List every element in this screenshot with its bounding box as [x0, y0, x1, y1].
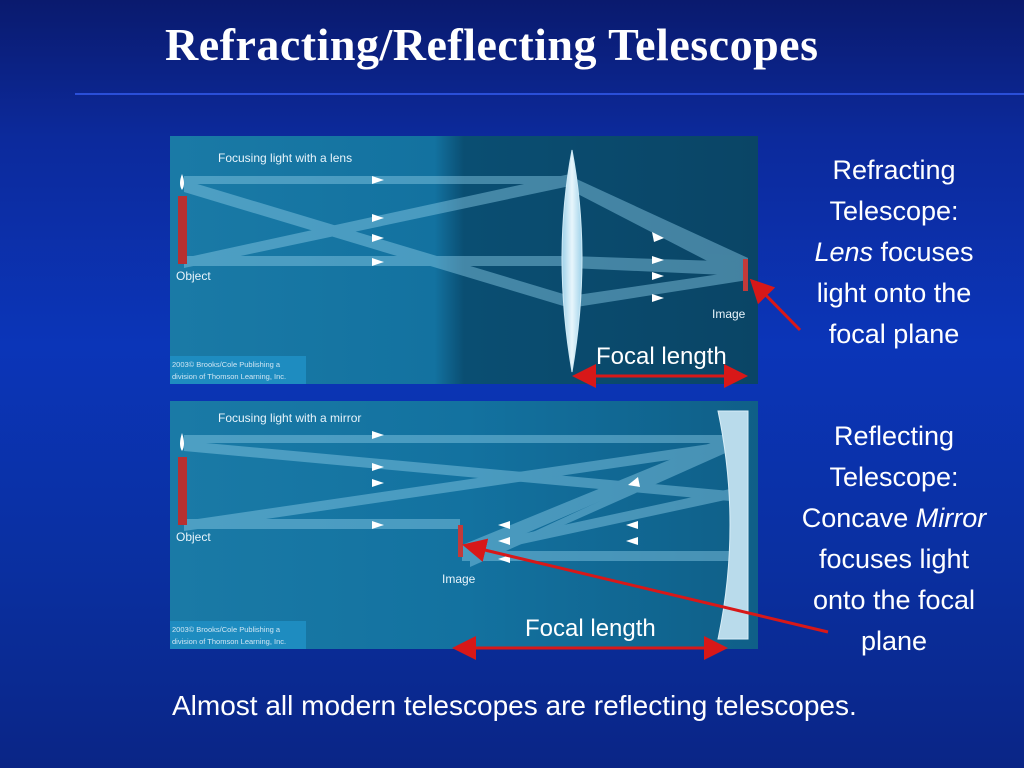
- refracting-line-2: Telescope:: [829, 196, 959, 226]
- reflecting-line-5: onto the focal: [812, 585, 976, 615]
- credit-box: [170, 621, 306, 649]
- object-label: Object: [176, 530, 211, 544]
- refracting-line-3: Lens focuses: [770, 232, 1018, 273]
- lens-diagram-panel: Focusing light with a lens Object Image …: [170, 136, 758, 384]
- mirror-heading: Focusing light with a mirror: [218, 411, 361, 425]
- candle-flame-icon: [180, 433, 184, 451]
- reflecting-line-1: Reflecting: [833, 421, 955, 451]
- object-label: Object: [176, 269, 211, 283]
- lens-heading: Focusing light with a lens: [218, 151, 352, 165]
- credit-line-1: 2003© Brooks/Cole Publishing a: [172, 360, 281, 369]
- lens-emphasis: Lens: [814, 237, 873, 267]
- mirror-emphasis: Mirror: [915, 503, 987, 533]
- credit-line-1: 2003© Brooks/Cole Publishing a: [172, 625, 281, 634]
- reflecting-line-2: Telescope:: [829, 462, 959, 492]
- object-candle: [178, 196, 187, 264]
- refracting-line-5: focal plane: [828, 319, 960, 349]
- image-label: Image: [712, 307, 746, 321]
- refracting-line-3-rest: focuses: [873, 237, 974, 267]
- title-divider: [75, 93, 1024, 95]
- reflecting-line-4: focuses light: [818, 544, 970, 574]
- object-candle: [178, 457, 187, 525]
- credit-line-2: division of Thomson Learning, Inc.: [172, 637, 286, 646]
- refracting-line-1: Refracting: [832, 155, 956, 185]
- image-label: Image: [442, 572, 476, 586]
- refracting-line-4: light onto the: [816, 278, 972, 308]
- reflecting-line-3-start: Concave: [801, 503, 916, 533]
- reflecting-line-3: Concave Mirror: [770, 498, 1018, 539]
- slide-title: Refracting/Reflecting Telescopes: [165, 19, 819, 70]
- mirror-diagram: Focusing light with a mirror Object Imag…: [170, 401, 758, 649]
- reflecting-description: Reflecting Telescope: Concave Mirror foc…: [770, 416, 1018, 662]
- footer-statement: Almost all modern telescopes are reflect…: [172, 690, 857, 721]
- image-marker: [458, 525, 463, 557]
- lens-diagram: Focusing light with a lens Object Image …: [170, 136, 758, 384]
- credit-line-2: division of Thomson Learning, Inc.: [172, 372, 286, 381]
- candle-flame-icon: [180, 174, 184, 190]
- refracting-description: Refracting Telescope: Lens focuses light…: [770, 150, 1018, 355]
- focal-length-label: Focal length: [525, 615, 656, 642]
- credit-box: [170, 356, 306, 384]
- image-marker: [743, 259, 748, 291]
- mirror-diagram-panel: Focusing light with a mirror Object Imag…: [170, 401, 758, 649]
- reflecting-line-6: plane: [860, 626, 928, 656]
- light-beams: [184, 174, 748, 308]
- focal-length-label: Focal length: [596, 343, 727, 370]
- ray-arrows: [372, 176, 664, 302]
